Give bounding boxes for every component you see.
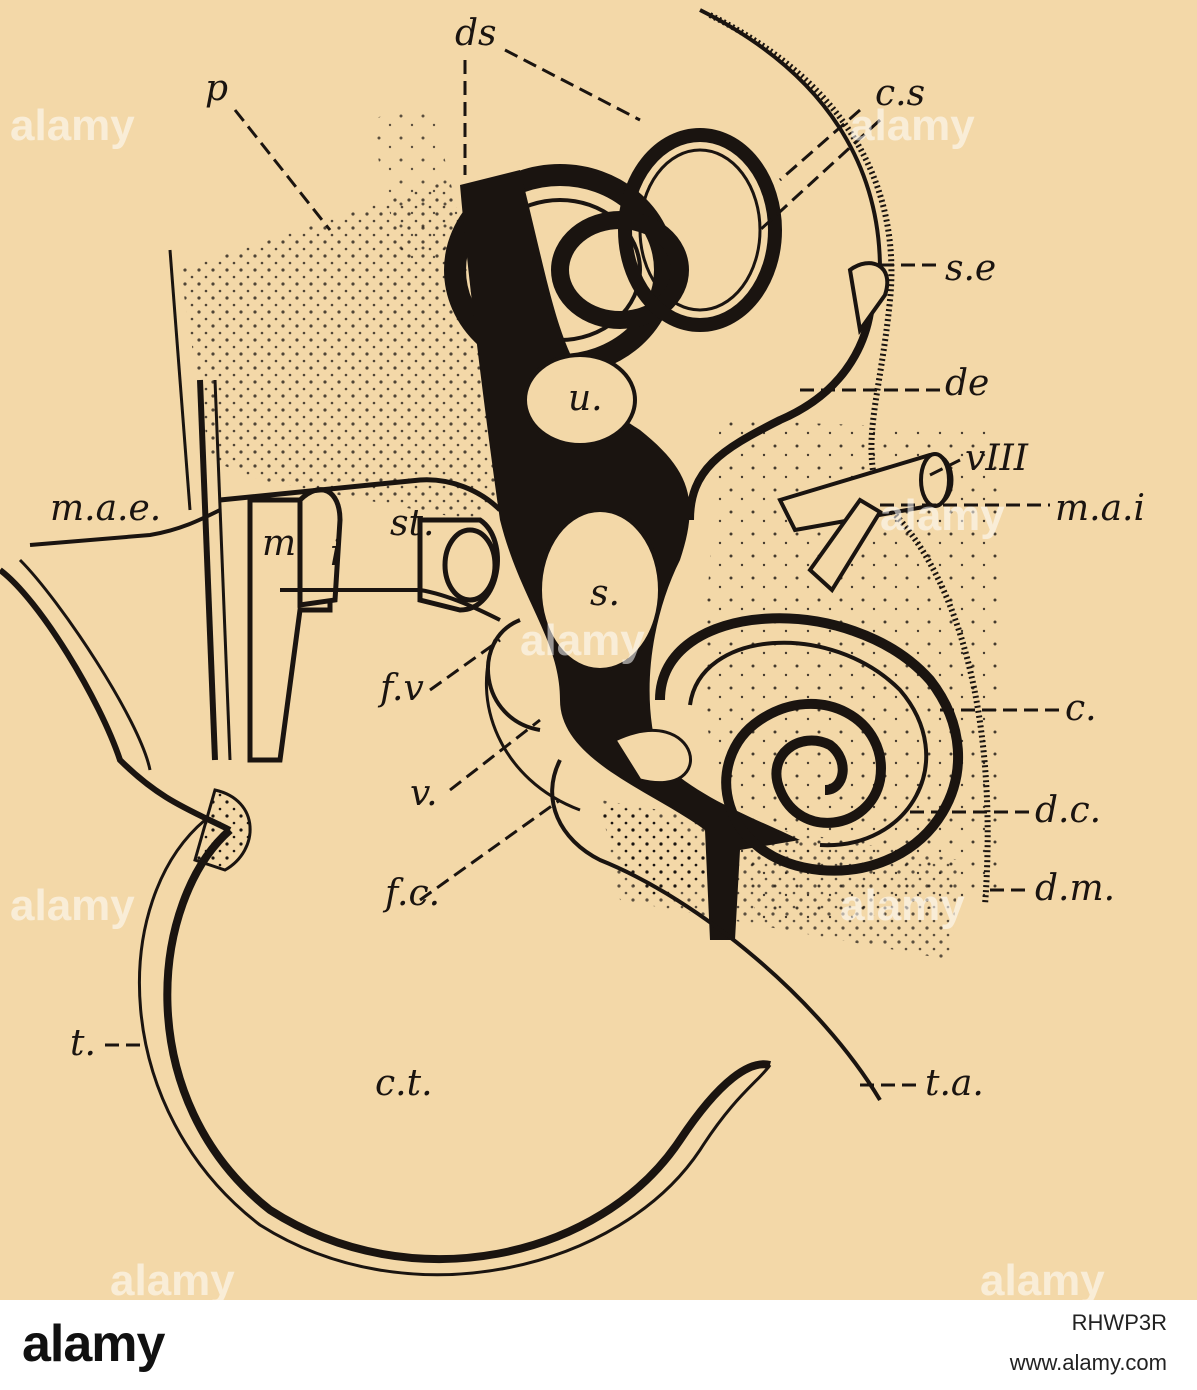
saccule — [538, 508, 662, 672]
dura-mater-line — [708, 12, 991, 906]
tympanic-membrane — [193, 788, 252, 872]
image-id: RHWP3R — [1071, 1310, 1167, 1335]
label-v: v. — [410, 773, 438, 814]
watermark-text: alamy — [980, 1256, 1105, 1300]
label-ct: c.t. — [375, 1063, 433, 1104]
watermarks: alamy alamy alamy alamy alamy alamy alam… — [10, 101, 1105, 1300]
pro-otic-dots — [370, 100, 470, 260]
footer-bar: alamy RHWP3R www.alamy.com — [0, 1300, 1197, 1390]
cochlea-spiral — [655, 613, 963, 876]
label-i: i — [330, 533, 342, 574]
watermark-text: alamy — [110, 1256, 235, 1300]
brand-logo[interactable]: alamy — [22, 1315, 165, 1373]
ossicles — [247, 487, 500, 763]
label-dc: d.c. — [1035, 790, 1101, 831]
label-fv: f.v — [377, 668, 424, 709]
label-st: st. — [390, 503, 434, 544]
label-de: de — [945, 363, 989, 404]
label-ta: t.a. — [925, 1063, 984, 1104]
label-mae: m.a.e. — [50, 488, 161, 529]
label-cs: c.s — [875, 73, 925, 114]
watermark-text: alamy — [10, 881, 135, 930]
label-s: s. — [590, 573, 620, 614]
label-u: u. — [568, 378, 603, 419]
label-t: t. — [70, 1023, 96, 1064]
tympanic-cavity — [0, 249, 882, 1277]
petrous-bone-region — [180, 180, 520, 520]
label-se: s.e — [945, 248, 996, 289]
ear-anatomy-diagram: ds c.s p s.e de u. vIII m.a.e. m.a.i m i… — [0, 8, 1145, 1300]
label-fc: f.c. — [382, 873, 440, 914]
watermark-text: alamy — [850, 101, 975, 150]
label-mai: m.a.i — [1055, 488, 1145, 529]
utricle — [523, 353, 637, 447]
labels: ds c.s p s.e de u. vIII m.a.e. m.a.i m i… — [50, 13, 1145, 1104]
endolymphatic-sac — [847, 261, 890, 336]
watermark-text: alamy — [880, 491, 1005, 540]
site-url[interactable]: www.alamy.com — [1009, 1350, 1167, 1375]
auditory-nerve — [777, 452, 954, 594]
skull-outline — [699, 8, 882, 271]
semicircular-canals — [444, 128, 782, 376]
watermark-text: alamy — [840, 881, 965, 930]
ductus-reuniens — [612, 728, 692, 784]
label-viii: vIII — [965, 438, 1029, 479]
label-dm: d.m. — [1035, 868, 1115, 909]
cochlear-bone-region — [700, 420, 1000, 930]
leader-lines — [105, 48, 1060, 1087]
label-m: m — [262, 523, 296, 564]
label-p: p — [205, 68, 228, 109]
fenestra-cochlea-region — [600, 808, 720, 900]
illustration-area: ds c.s p s.e de u. vIII m.a.e. m.a.i m i… — [0, 8, 1145, 1300]
watermark-text: alamy — [10, 101, 135, 150]
label-c: c. — [1065, 688, 1097, 729]
label-ds: ds — [455, 13, 497, 54]
watermark-text: alamy — [520, 616, 645, 665]
